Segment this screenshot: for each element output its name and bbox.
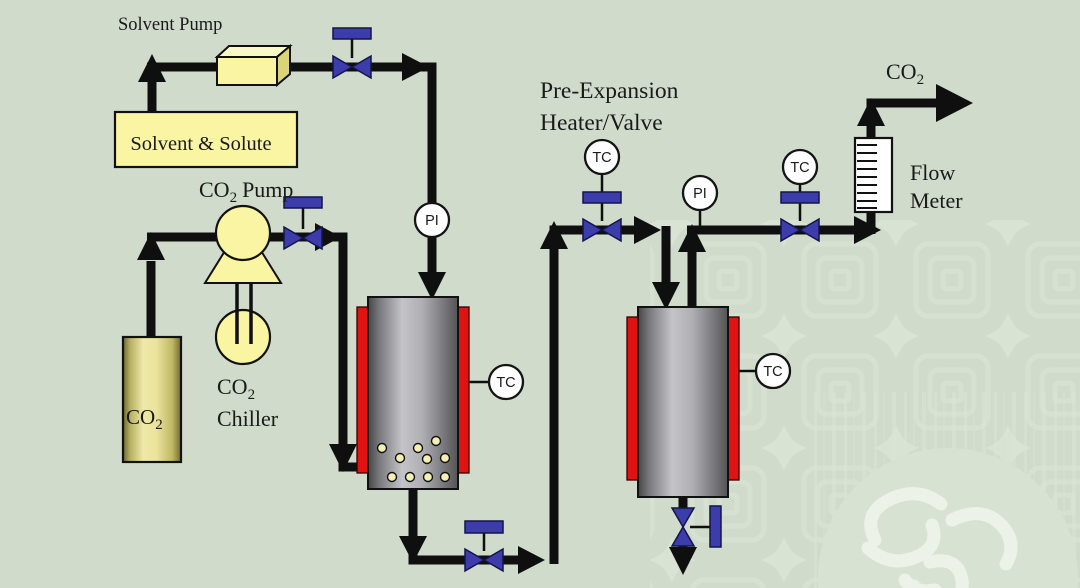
arrow-right-icon [936,84,973,122]
co2-chiller-label-line2: Chiller [217,406,279,431]
svg-text:PI: PI [425,213,439,229]
heater-strip-left [626,316,639,481]
co2-chiller-label-line1: CO2 [217,374,255,403]
arrow-up-icon [540,221,568,249]
valve-handle [332,27,372,40]
arrow-down-icon [652,282,680,310]
pi-gauge-separator: PI [681,174,719,212]
tc-gauge-extraction: TC [487,363,525,401]
bubbles [376,435,451,483]
arrow-up-icon [857,98,885,126]
pre-expansion-valve [582,191,622,243]
co2-pump-head [214,204,272,262]
heater-strip-left [356,306,369,474]
svg-text:TC: TC [592,150,611,166]
pre-expansion-label-line2: Heater/Valve [540,110,663,136]
solvent-solute-tank [113,110,299,169]
co2-cylinder: CO2 [121,335,183,464]
co2-outlet-label: CO2 [886,59,924,88]
co2-chiller-body [214,308,272,366]
co2-cylinder-body [121,335,183,464]
valve-bowtie [283,225,323,251]
arrow-down-icon [418,272,446,300]
valve-bowtie [332,54,372,80]
valve-bowtie [670,507,696,547]
valve-handle [464,520,504,534]
pre-expansion-label-line1: Pre-Expansion [540,78,679,104]
solvent-valve [332,27,372,80]
arrow-right-icon [634,216,661,244]
instruments: PI TC TC PI TC TC [413,138,819,401]
flow-meter-label-line2: Meter [910,188,963,213]
solvent-pump-front [216,56,278,86]
separator-drain-valve [670,505,722,548]
outlet-metering-valve [780,191,820,243]
flow-meter-body [853,136,894,214]
co2-cylinder-label: CO2 [126,405,163,433]
solvent-solute-label: Solvent & Solute [130,133,271,155]
svg-text:TC: TC [496,375,515,391]
arrow-right-icon [402,53,429,81]
arrow-down-icon [669,547,697,575]
arrow-down-icon [399,536,427,563]
flow-meter-scale [857,144,877,209]
separator-vessel [626,306,740,498]
heater-strip-right [457,306,470,474]
valve-handle [709,505,722,548]
solvent-pump-label: Solvent Pump [118,15,222,35]
separator-vessel-body [637,306,729,498]
arrow-right-icon [518,546,545,574]
svg-text:TC: TC [790,160,809,176]
co2-pump-valve [283,196,323,251]
pi-gauge-extraction: PI [413,201,451,239]
valves [283,27,820,573]
extraction-outlet-valve [464,520,504,573]
tc-gauge-pre-expansion: TC [583,138,621,176]
co2-chiller [214,283,272,366]
valve-bowtie [582,217,622,243]
arrow-up-icon [678,224,706,252]
dragon-watermark [818,448,1078,588]
heater-strip-right [727,316,740,481]
valve-handle [283,196,323,209]
solvent-pump [214,43,293,88]
arrow-right-icon [854,216,881,244]
arrow-up-icon [138,54,166,82]
flow-meter-label-line1: Flow [910,160,955,185]
valve-handle [582,191,622,204]
tc-gauge-outlet: TC [781,148,819,186]
arrow-down-icon [329,444,357,472]
co2-pump [203,204,283,284]
svg-text:PI: PI [693,186,707,202]
extraction-vessel [356,296,470,490]
tc-gauge-separator: TC [754,352,792,390]
svg-text:TC: TC [763,364,782,380]
valve-bowtie [464,547,504,573]
valve-handle [780,191,820,204]
flow-meter [853,136,894,214]
valve-bowtie [780,217,820,243]
arrow-up-icon [137,232,165,260]
